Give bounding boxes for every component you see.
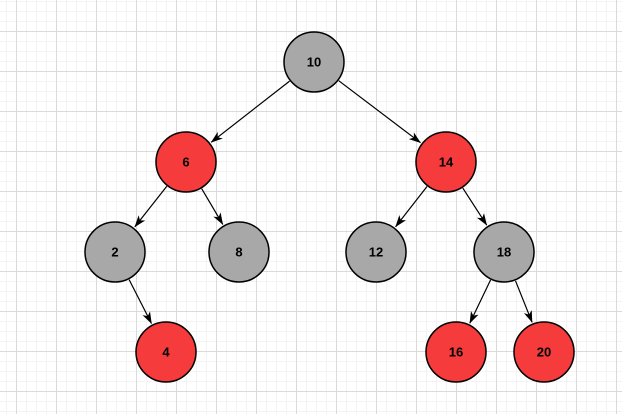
tree-node-2[interactable]: 2 xyxy=(84,221,146,283)
tree-edges xyxy=(128,80,533,324)
tree-node-circle[interactable] xyxy=(415,131,477,193)
tree-edge-14-12 xyxy=(395,186,428,228)
tree-node-6[interactable]: 6 xyxy=(155,131,217,193)
tree-edge-10-14 xyxy=(338,80,421,144)
tree-edge-18-20 xyxy=(514,280,533,323)
tree-node-8[interactable]: 8 xyxy=(208,221,270,283)
tree-node-circle[interactable] xyxy=(473,221,535,283)
tree-node-circle[interactable] xyxy=(84,221,146,283)
tree-node-20[interactable]: 20 xyxy=(513,321,575,383)
tree-node-circle[interactable] xyxy=(345,221,407,283)
tree-node-18[interactable]: 18 xyxy=(473,221,535,283)
tree-node-circle[interactable] xyxy=(155,131,217,193)
tree-edge-6-8 xyxy=(201,188,224,225)
tree-node-14[interactable]: 14 xyxy=(415,131,477,193)
tree-node-circle[interactable] xyxy=(513,321,575,383)
tree-node-circle[interactable] xyxy=(425,321,487,383)
tree-node-12[interactable]: 12 xyxy=(345,221,407,283)
tree-node-10[interactable]: 10 xyxy=(283,31,345,93)
tree-edge-6-2 xyxy=(134,185,168,228)
tree-node-circle[interactable] xyxy=(135,321,197,383)
tree-edge-10-6 xyxy=(210,80,290,143)
tree-node-4[interactable]: 4 xyxy=(135,321,197,383)
tree-edge-14-18 xyxy=(462,187,488,226)
tree-edge-2-4 xyxy=(128,279,153,324)
tree-node-circle[interactable] xyxy=(283,31,345,93)
tree-node-16[interactable]: 16 xyxy=(425,321,487,383)
tree-node-circle[interactable] xyxy=(208,221,270,283)
tree-edge-18-16 xyxy=(469,279,492,324)
